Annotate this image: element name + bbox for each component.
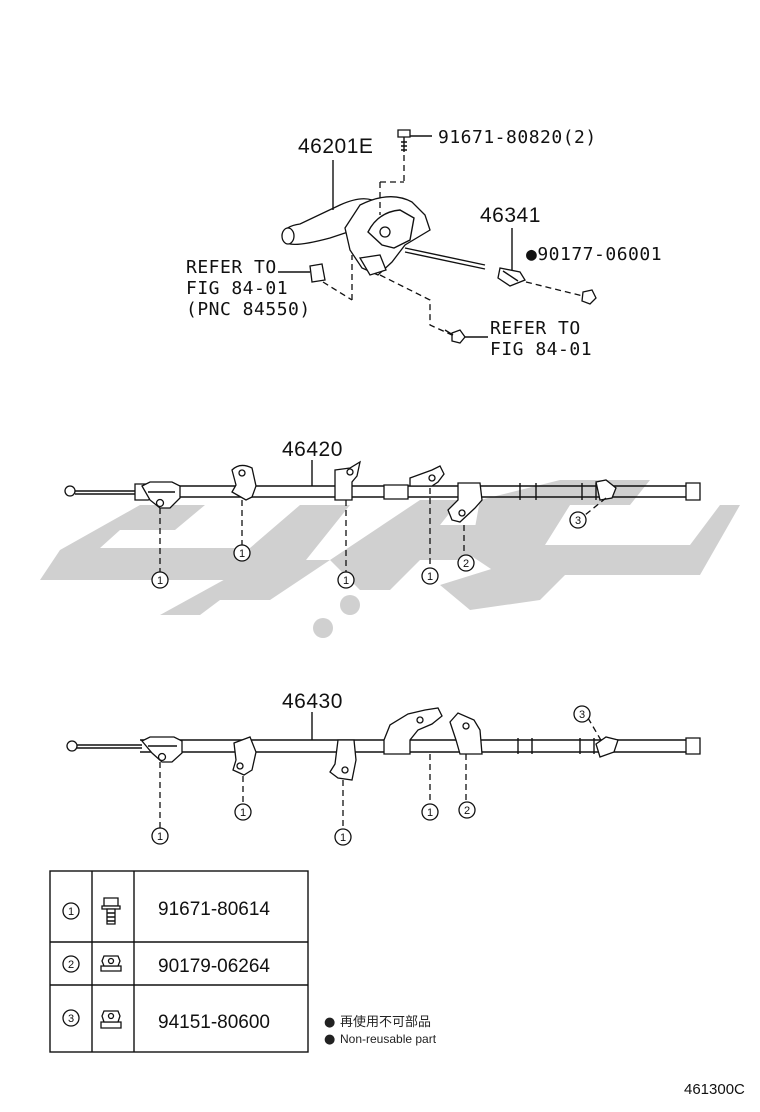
nut-callout: ●90177-06001 [526, 244, 662, 265]
marker-number: 1 [427, 807, 433, 819]
cable2-marker-2: 2 [458, 801, 476, 819]
flange-nut-icon [100, 955, 122, 972]
marker-number: 1 [240, 807, 246, 819]
cable-46420 [64, 460, 701, 572]
marker-number: 1 [239, 548, 245, 560]
legend-row-2: 2 90179-06264 [62, 955, 270, 977]
marker-number: 2 [68, 959, 74, 971]
bolt-callout: 91671-80820(2) [438, 127, 597, 148]
part-label-46430: 46430 [282, 690, 343, 713]
refer-label-1-line1: REFER TO [186, 257, 277, 278]
cable2-marker-1a: 1 [151, 827, 169, 845]
hex-nut-icon [100, 1010, 122, 1029]
cable1-marker-3: 3 [569, 511, 587, 529]
refer-label-2-line1: REFER TO [490, 318, 581, 339]
figure-code: 461300C [684, 1081, 745, 1098]
legend-row-1: 1 91671-80614 [62, 897, 270, 925]
part-label-46341: 46341 [480, 204, 541, 227]
bolt-icon [101, 897, 121, 925]
legend-table: 1 91671-80614 2 90179-06264 3 [49, 870, 309, 1053]
marker-number: 1 [68, 906, 74, 918]
marker-number: 1 [340, 832, 346, 844]
cable1-marker-1a: 1 [151, 571, 169, 589]
cable-46430 [66, 707, 701, 830]
marker-number: 1 [157, 831, 163, 843]
marker-number: 1 [157, 575, 163, 587]
refer-label-2-line2: FIG 84-01 [490, 339, 592, 360]
cable2-marker-1b: 1 [234, 803, 252, 821]
note-chinese: 再使用不可部品 [340, 1014, 431, 1030]
marker-number: 1 [343, 575, 349, 587]
cable1-marker-1b: 1 [233, 544, 251, 562]
marker-number: 3 [68, 1013, 74, 1025]
marker-number: 3 [575, 515, 581, 527]
cable2-marker-1c: 1 [334, 828, 352, 846]
cable1-marker-1d: 1 [421, 567, 439, 585]
cable2-marker-3: 3 [573, 705, 591, 723]
watermark-logo [40, 480, 740, 638]
part-label-46420: 46420 [282, 438, 343, 461]
note-english: Non-reusable part [340, 1032, 437, 1046]
legend-part-number: 91671-80614 [158, 899, 270, 920]
marker-number: 2 [463, 558, 469, 570]
part-label-46201e: 46201E [298, 135, 373, 158]
legend-row-3: 3 94151-80600 [62, 1009, 270, 1033]
cable2-marker-1d: 1 [421, 803, 439, 821]
refer-label-1-line2: FIG 84-01 [186, 278, 288, 299]
note-bullet-2: ● [324, 1032, 335, 1047]
marker-number: 1 [427, 571, 433, 583]
refer-label-1-line3: (PNC 84550) [186, 299, 311, 320]
cable1-marker-1c: 1 [337, 571, 355, 589]
legend-part-number: 94151-80600 [158, 1012, 270, 1033]
marker-number: 2 [464, 805, 470, 817]
parking-brake-lever-assembly [278, 129, 597, 344]
cable1-marker-2: 2 [457, 554, 475, 572]
legend-part-number: 90179-06264 [158, 956, 270, 977]
marker-number: 3 [579, 709, 585, 721]
note-bullet-1: ● [324, 1015, 335, 1030]
